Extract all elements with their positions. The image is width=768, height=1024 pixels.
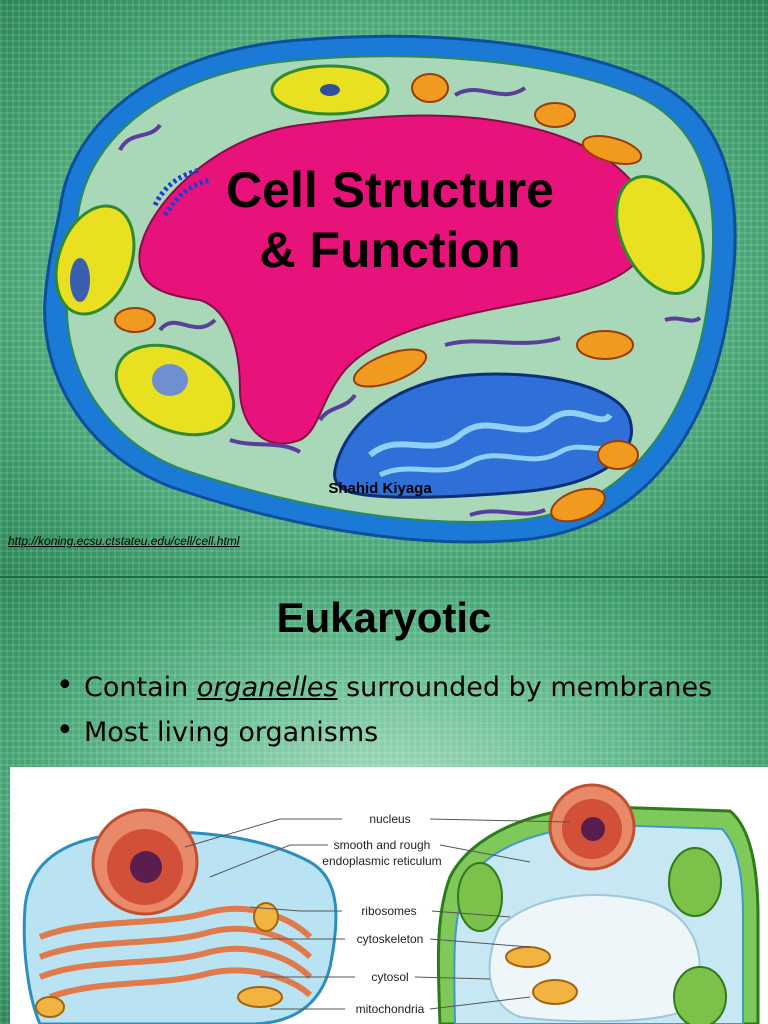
label-mitochondria: mitochondria bbox=[355, 1002, 425, 1016]
label-cytoskeleton: cytoskeleton bbox=[356, 932, 424, 946]
label-cytosol: cytosol bbox=[371, 970, 409, 984]
bullet-emphasis: organelles bbox=[196, 672, 338, 703]
slide-title-text: Cell Structure & Function bbox=[150, 160, 630, 280]
title-line-1: Cell Structure bbox=[226, 162, 554, 218]
bullet-text-pre: Contain bbox=[84, 672, 197, 703]
label-nucleus: nucleus bbox=[369, 812, 411, 826]
slide-eukaryotic: Eukaryotic Contain organelles surrounded… bbox=[0, 578, 768, 1024]
cell-diagram bbox=[22, 783, 760, 1024]
bullet-item: Contain organelles surrounded by membran… bbox=[56, 668, 736, 705]
eukaryotic-cells-figure: nucleus smooth and rough endoplasmic ret… bbox=[10, 767, 768, 1024]
title-line-2: & Function bbox=[259, 222, 521, 278]
bullet-text: Most living organisms bbox=[84, 717, 379, 748]
label-er: smooth and rough endoplasmic reticulum bbox=[322, 838, 442, 868]
bullet-list: Contain organelles surrounded by membran… bbox=[56, 668, 736, 760]
bullet-item: Most living organisms bbox=[56, 713, 736, 750]
slide-title: Cell Structure & Function Shahid Kiyaga … bbox=[0, 0, 768, 576]
slide-divider bbox=[0, 576, 768, 578]
plant-cell-illustration bbox=[43, 34, 737, 544]
bullet-text-post: surrounded by membranes bbox=[337, 672, 713, 703]
source-link[interactable]: http://koning.ecsu.ctstateu.edu/cell/cel… bbox=[8, 534, 240, 548]
slide-heading: Eukaryotic bbox=[276, 594, 492, 641]
label-ribosomes: ribosomes bbox=[361, 904, 417, 918]
author-name: Shahid Kiyaga bbox=[328, 480, 432, 497]
